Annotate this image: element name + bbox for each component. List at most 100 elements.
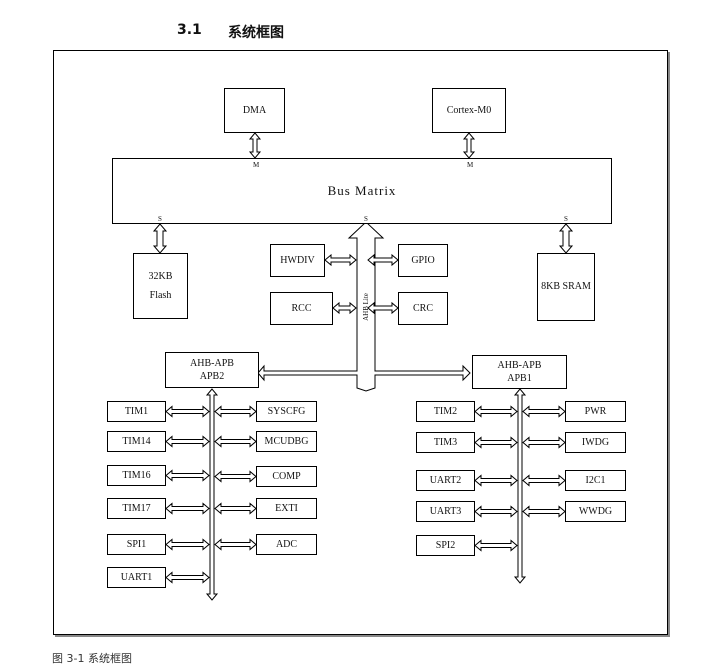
peripheral-label: SYSCFG xyxy=(267,405,306,417)
peripheral-label: UART3 xyxy=(429,505,462,517)
peripheral-label: IWDG xyxy=(581,436,610,448)
dma-block: DMA xyxy=(224,88,285,133)
dma-label: DMA xyxy=(242,104,267,116)
peripheral-label: TIM14 xyxy=(122,435,151,447)
dma-master-port: M xyxy=(253,161,260,169)
apb1-peripheral-wwdg: WWDG xyxy=(565,501,626,522)
figure-caption: 图 3-1 系统框图 xyxy=(52,652,132,665)
peripheral-label: TIM3 xyxy=(433,436,458,448)
rcc-block: RCC xyxy=(270,292,333,325)
flash-block: 32KB Flash xyxy=(133,253,188,319)
apb1-peripheral-iwdg: IWDG xyxy=(565,432,626,453)
cortex-bus-arrow xyxy=(462,132,476,159)
apb1-link-uart2-arrow xyxy=(474,474,518,487)
flash-size-label: 32KB xyxy=(148,270,173,282)
apb2-link-tim16-arrow xyxy=(165,469,210,482)
flash-slave-port: S xyxy=(158,215,162,223)
peripheral-label: UART2 xyxy=(429,474,462,486)
apb2-link-comp-arrow xyxy=(214,470,257,483)
apb2-peripheral-adc: ADC xyxy=(256,534,317,555)
gpio-arrow xyxy=(367,253,399,267)
apb2-link-syscfg-arrow xyxy=(214,405,257,418)
apb1-peripheral-tim2: TIM2 xyxy=(416,401,475,422)
apb1-bus-arrow xyxy=(513,388,527,584)
peripheral-label: TIM2 xyxy=(433,405,458,417)
apb1-peripheral-pwr: PWR xyxy=(565,401,626,422)
peripheral-label: EXTI xyxy=(275,502,298,514)
apb1-bridge-type: AHB-APB xyxy=(497,359,542,371)
apb2-link-tim17-arrow xyxy=(165,502,210,515)
crc-label: CRC xyxy=(412,302,433,314)
apb2-peripheral-uart1: UART1 xyxy=(107,567,166,588)
sram-bus-arrow xyxy=(558,223,574,254)
crc-block: CRC xyxy=(398,292,448,325)
cortex-m0-block: Cortex-M0 xyxy=(432,88,506,133)
peripheral-label: MCUDBG xyxy=(264,435,309,447)
apb1-peripheral-uart2: UART2 xyxy=(416,470,475,491)
gpio-block: GPIO xyxy=(398,244,448,277)
ahb-slave-port: S xyxy=(364,215,368,223)
apb2-link-adc-arrow xyxy=(214,538,257,551)
apb1-peripheral-spi2: SPI2 xyxy=(416,535,475,556)
crc-arrow xyxy=(367,301,399,315)
bus-matrix-label: Bus Matrix xyxy=(327,183,397,199)
peripheral-label: UART1 xyxy=(120,571,153,583)
peripheral-label: PWR xyxy=(584,405,607,417)
apb2-bridge-type: AHB-APB xyxy=(190,357,234,369)
flash-label: Flash xyxy=(149,290,172,301)
apb2-peripheral-comp: COMP xyxy=(256,466,317,487)
ahb-lite-label: AHB Lite xyxy=(362,293,370,321)
apb2-peripheral-tim14: TIM14 xyxy=(107,431,166,452)
apb2-peripheral-mcudbg: MCUDBG xyxy=(256,431,317,452)
bus-matrix-block: Bus Matrix xyxy=(112,158,612,224)
diagram-frame xyxy=(53,50,668,635)
apb1-link-iwdg-arrow xyxy=(522,436,566,449)
gpio-label: GPIO xyxy=(411,254,435,266)
apb1-link-tim2-arrow xyxy=(474,405,518,418)
sram-block: 8KB SRAM xyxy=(537,253,595,321)
hwdiv-arrow xyxy=(324,253,357,267)
apb2-link-tim1-arrow xyxy=(165,405,210,418)
apb1-link-wwdg-arrow xyxy=(522,505,566,518)
cortex-m0-label: Cortex-M0 xyxy=(446,104,492,116)
apb2-link-uart1-arrow xyxy=(165,571,210,584)
apb2-peripheral-syscfg: SYSCFG xyxy=(256,401,317,422)
apb2-peripheral-tim16: TIM16 xyxy=(107,465,166,486)
apb1-link-tim3-arrow xyxy=(474,436,518,449)
sram-label: 8KB SRAM xyxy=(541,281,591,293)
peripheral-label: SPI1 xyxy=(126,538,147,550)
peripheral-label: SPI2 xyxy=(435,539,456,551)
apb1-peripheral-uart3: UART3 xyxy=(416,501,475,522)
peripheral-label: WWDG xyxy=(578,505,613,517)
peripheral-label: COMP xyxy=(272,470,301,482)
apb2-peripheral-tim17: TIM17 xyxy=(107,498,166,519)
apb1-peripheral-tim3: TIM3 xyxy=(416,432,475,453)
section-title: 系统框图 xyxy=(228,25,284,41)
apb2-peripheral-exti: EXTI xyxy=(256,498,317,519)
hwdiv-label: HWDIV xyxy=(280,254,315,266)
peripheral-label: TIM16 xyxy=(122,469,151,481)
ahb-apb1-bridge: AHB-APB APB1 xyxy=(472,355,567,389)
apb1-peripheral-i2c1: I2C1 xyxy=(565,470,626,491)
peripheral-label: I2C1 xyxy=(585,474,606,486)
apb1-link-uart3-arrow xyxy=(474,505,518,518)
flash-bus-arrow xyxy=(152,223,168,254)
apb2-link-tim14-arrow xyxy=(165,435,210,448)
apb2-peripheral-spi1: SPI1 xyxy=(107,534,166,555)
peripheral-label: TIM1 xyxy=(124,405,149,417)
peripheral-label: ADC xyxy=(275,538,298,550)
rcc-arrow xyxy=(332,301,357,315)
apb1-link-spi2-arrow xyxy=(474,539,518,552)
dma-bus-arrow xyxy=(248,132,262,159)
section-number: 3.1 xyxy=(177,22,202,38)
apb2-link-exti-arrow xyxy=(214,502,257,515)
apb2-bus-arrow xyxy=(205,388,219,601)
apb1-link-pwr-arrow xyxy=(522,405,566,418)
hwdiv-block: HWDIV xyxy=(270,244,325,277)
rcc-label: RCC xyxy=(291,302,312,314)
apb2-link-mcudbg-arrow xyxy=(214,435,257,448)
apb2-link-spi1-arrow xyxy=(165,538,210,551)
ahb-apb2-bridge: AHB-APB APB2 xyxy=(165,352,259,388)
